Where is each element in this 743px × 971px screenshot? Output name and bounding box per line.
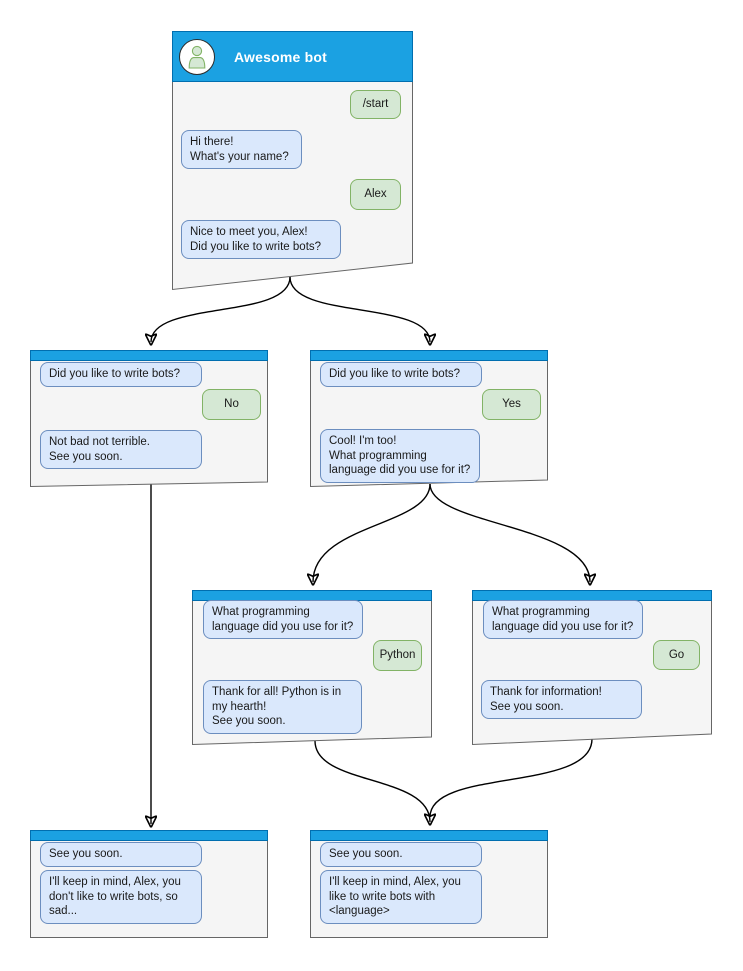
message-question-language: What programming language did you use fo… bbox=[483, 600, 643, 639]
message-alex: Alex bbox=[350, 179, 401, 210]
edge-yes-to-go bbox=[429, 483, 590, 582]
message-python: Python bbox=[373, 640, 422, 671]
window-go: What programming language did you use fo… bbox=[472, 590, 712, 746]
chat-header bbox=[30, 830, 268, 841]
message-see-you-soon: See you soon. bbox=[320, 842, 482, 867]
message-nice-to-meet: Nice to meet you, Alex! Did you like to … bbox=[181, 220, 341, 259]
chat-header bbox=[30, 350, 268, 361]
bot-avatar-icon bbox=[179, 39, 215, 75]
message-no: No bbox=[202, 389, 261, 420]
message-thanks-python: Thank for all! Python is in my hearth! S… bbox=[203, 680, 362, 734]
chat-header bbox=[310, 830, 548, 841]
message-start: /start bbox=[350, 90, 401, 119]
message-question-bots: Did you like to write bots? bbox=[320, 362, 482, 387]
edge-go-to-end bbox=[429, 738, 593, 818]
window-branch-yes: Did you like to write bots? Yes Cool! I'… bbox=[310, 350, 548, 488]
message-cool-im-too: Cool! I'm too! What programming language… bbox=[320, 429, 480, 483]
message-keep-in-mind-language: I'll keep in mind, Alex, you like to wri… bbox=[320, 870, 482, 924]
message-go: Go bbox=[653, 640, 700, 670]
window-end-yes: See you soon. I'll keep in mind, Alex, y… bbox=[310, 830, 548, 938]
edge-python-to-end bbox=[314, 740, 430, 822]
window-python: What programming language did you use fo… bbox=[192, 590, 432, 746]
chat-header: Awesome bot bbox=[172, 31, 413, 82]
chat-title: Awesome bot bbox=[234, 49, 327, 65]
message-hi-there: Hi there! What's your name? bbox=[181, 130, 302, 169]
message-question-language: What programming language did you use fo… bbox=[203, 600, 363, 639]
message-see-you-soon: See you soon. bbox=[40, 842, 202, 867]
message-yes: Yes bbox=[482, 389, 541, 420]
window-awesome-bot: Awesome bot /start Hi there! What's your… bbox=[172, 31, 413, 291]
person-icon bbox=[188, 45, 206, 69]
message-thanks-info: Thank for information! See you soon. bbox=[481, 680, 642, 719]
chat-header bbox=[310, 350, 548, 361]
window-end-no: See you soon. I'll keep in mind, Alex, y… bbox=[30, 830, 268, 938]
window-branch-no: Did you like to write bots? No Not bad n… bbox=[30, 350, 268, 488]
message-keep-in-mind-sad: I'll keep in mind, Alex, you don't like … bbox=[40, 870, 202, 924]
message-question-bots: Did you like to write bots? bbox=[40, 362, 202, 387]
edge-yes-to-python bbox=[313, 483, 431, 582]
message-not-bad: Not bad not terrible. See you soon. bbox=[40, 430, 202, 469]
